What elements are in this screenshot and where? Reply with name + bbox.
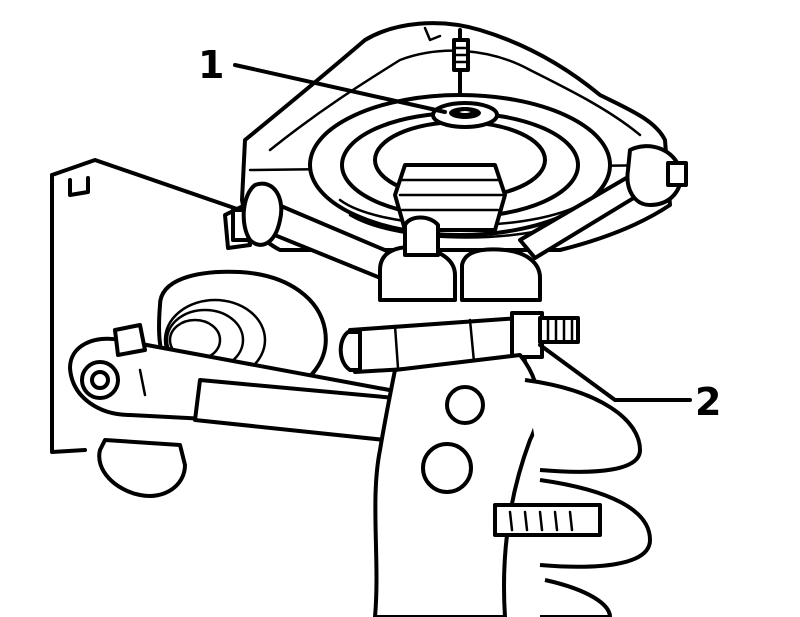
leader-line-2 (538, 343, 692, 402)
callout-label-2: 2 (695, 380, 721, 424)
mounting-plate (50, 158, 242, 454)
coil-spring-lower (493, 378, 652, 617)
stabilizer-link (223, 144, 688, 260)
callout-label-1: 1 (198, 43, 224, 87)
steering-knuckle (373, 353, 541, 617)
piston-rod-nut (431, 28, 499, 129)
bump-stop-bellows (393, 163, 507, 232)
upper-control-arm (241, 181, 422, 292)
knuckle-caps (378, 215, 542, 302)
leader-line-1 (233, 63, 447, 114)
